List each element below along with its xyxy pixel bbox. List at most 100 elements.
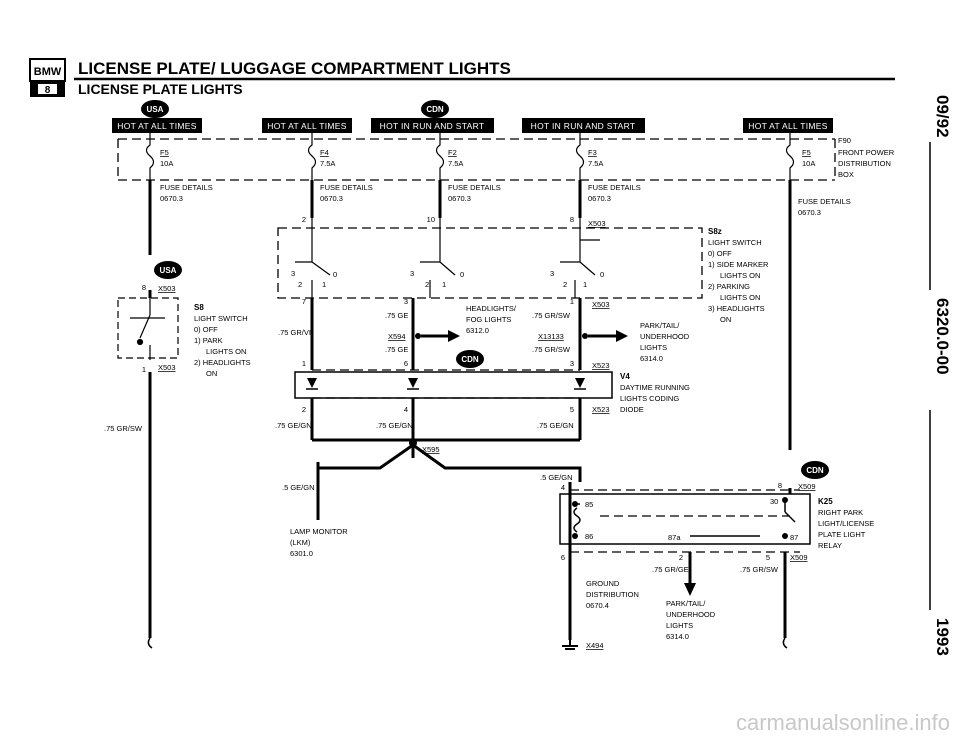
fuse-details-1: FUSE DETAILS 0670.3	[160, 183, 213, 203]
svg-text:10A: 10A	[160, 159, 173, 168]
svg-text:FUSE DETAILS: FUSE DETAILS	[320, 183, 373, 192]
f90-line3: BOX	[838, 170, 854, 179]
headlights-fog-line2: FOG LIGHTS	[466, 315, 511, 324]
svg-text:HOT AT ALL TIMES: HOT AT ALL TIMES	[267, 121, 346, 131]
pin-6-lower: 6	[404, 359, 408, 368]
svg-text:F4: F4	[320, 148, 329, 157]
fuse-details-5: FUSE DETAILS 0670.3	[798, 197, 851, 217]
v4-id: V4	[620, 372, 630, 381]
wire-gr-sw-1: .75 GR/SW	[532, 311, 571, 320]
svg-text:09/92: 09/92	[933, 95, 952, 138]
svg-text:F3: F3	[588, 148, 597, 157]
lamp-monitor-line2: (LKM)	[290, 538, 311, 547]
left-switch-connector-top: X503	[158, 284, 176, 293]
upper-switch-pin2a: 2	[298, 280, 302, 289]
svg-text:HOT AT ALL TIMES: HOT AT ALL TIMES	[117, 121, 196, 131]
left-switch-id: S8	[194, 303, 204, 312]
park-tail-lower-ref: 6314.0	[666, 632, 689, 641]
power-bar-1: HOT AT ALL TIMES	[112, 118, 202, 133]
f90-line1: FRONT POWER	[838, 148, 895, 157]
v4-line1: DAYTIME RUNNING	[620, 383, 690, 392]
right-switch-pos3b: ON	[720, 315, 731, 324]
left-switch-pin1: 1	[142, 365, 146, 374]
relay-pin86-dot	[572, 533, 578, 539]
wire-ge-2: .75 GE	[385, 345, 408, 354]
ground-symbol	[562, 640, 578, 650]
svg-text:HOT IN RUN AND START: HOT IN RUN AND START	[380, 121, 485, 131]
svg-text:0670.3: 0670.3	[448, 194, 471, 203]
wire-end-left	[147, 637, 153, 649]
fuse-box-outline	[117, 138, 836, 181]
relay-output-wires	[688, 552, 787, 585]
right-switch-pos1: 1) SIDE MARKER	[708, 260, 769, 269]
relay-pin6: 6	[561, 553, 565, 562]
lamp-monitor-ref: 6301.0	[290, 549, 313, 558]
heavy-wires	[148, 180, 792, 640]
left-light-switch	[117, 297, 179, 360]
svg-text:HOT IN RUN AND START: HOT IN RUN AND START	[531, 121, 636, 131]
right-switch-pos0: 0) OFF	[708, 249, 732, 258]
svg-text:F5: F5	[802, 148, 811, 157]
svg-text:10A: 10A	[802, 159, 815, 168]
usa-badge-top: USA	[141, 100, 169, 118]
left-switch-pos2: 2) HEADLIGHTS	[194, 358, 251, 367]
upper-switch-pin1c: 1	[583, 280, 587, 289]
f90-id: F90	[838, 136, 851, 145]
f90-line2: DISTRIBUTION	[838, 159, 891, 168]
right-switch-pos2: 2) PARKING	[708, 282, 750, 291]
wire-gr-sw-3: .75 GR/SW	[740, 565, 779, 574]
svg-text:0670.3: 0670.3	[320, 194, 343, 203]
usa-badge-left: USA	[154, 261, 182, 279]
svg-text:7.5A: 7.5A	[448, 159, 463, 168]
v4-line3: DIODE	[620, 405, 644, 414]
right-switch-pos3: 3) HEADLIGHTS	[708, 304, 765, 313]
cdn-badge-top: CDN	[421, 100, 449, 118]
right-switch-pos2b: LIGHTS ON	[720, 293, 760, 302]
fuse-f5: F5 10A	[145, 133, 173, 180]
upper-switch-pin1b: 1	[442, 280, 446, 289]
pin-8-f3: 8	[570, 215, 574, 224]
wire-gr-vi: .75 GR/VI	[278, 328, 311, 337]
cdn-badge-right: CDN	[801, 461, 829, 479]
svg-text:1993: 1993	[933, 618, 952, 656]
left-switch-name: LIGHT SWITCH	[194, 314, 248, 323]
relay-wire-in: .5 GE/GN	[540, 473, 573, 482]
svg-text:USA: USA	[160, 266, 177, 275]
svg-text:HOT AT ALL TIMES: HOT AT ALL TIMES	[748, 121, 827, 131]
left-switch-connector-bottom: X503	[158, 363, 176, 372]
left-wire-color: .75 GR/SW	[104, 424, 143, 433]
fuse-f3: F3 7.5A	[575, 133, 603, 180]
upper-switch-box	[277, 227, 703, 299]
park-tail-lower-line2: UNDERHOOD	[666, 610, 716, 619]
right-switch-name: LIGHT SWITCH	[708, 238, 762, 247]
watermark: carmanualsonline.info	[736, 710, 950, 735]
park-tail-upper-line1: PARK/TAIL/	[640, 321, 680, 330]
svg-text:0670.3: 0670.3	[798, 208, 821, 217]
x13133-arrow	[582, 330, 628, 342]
lamp-monitor-wire: .5 GE/GN	[282, 483, 315, 492]
fuse-details-4: FUSE DETAILS 0670.3	[588, 183, 641, 203]
upper-switch-pin1a: 1	[322, 280, 326, 289]
upper-switch-pin0c: 0	[600, 270, 604, 279]
upper-switch-pin3b: 3	[410, 269, 414, 278]
pin-4-bottom: 4	[404, 405, 408, 414]
k25-line3: PLATE LIGHT	[818, 530, 866, 539]
pin-7: 7	[302, 297, 306, 306]
ground-ref: 0670.4	[586, 601, 609, 610]
svg-text:FUSE DETAILS: FUSE DETAILS	[160, 183, 213, 192]
k25-line2: LIGHT/LICENSE	[818, 519, 874, 528]
x523-top: X523	[592, 361, 610, 370]
upper-switch-pin0b: 0	[460, 270, 464, 279]
relay-pin86: 86	[585, 532, 593, 541]
lamp-monitor-line1: LAMP MONITOR	[290, 527, 348, 536]
svg-text:7.5A: 7.5A	[588, 159, 603, 168]
side-date: 09/92	[933, 95, 952, 138]
pin-3-lower: 3	[570, 359, 574, 368]
left-switch-pos1: 1) PARK	[194, 336, 223, 345]
power-bar-5: HOT AT ALL TIMES	[743, 118, 833, 133]
left-switch-pos2b: ON	[206, 369, 217, 378]
right-switch-pos1b: LIGHTS ON	[720, 271, 760, 280]
ground-line2: DISTRIBUTION	[586, 590, 639, 599]
x13133-connector: X13133	[538, 332, 564, 341]
series-badge: 8	[30, 81, 65, 97]
